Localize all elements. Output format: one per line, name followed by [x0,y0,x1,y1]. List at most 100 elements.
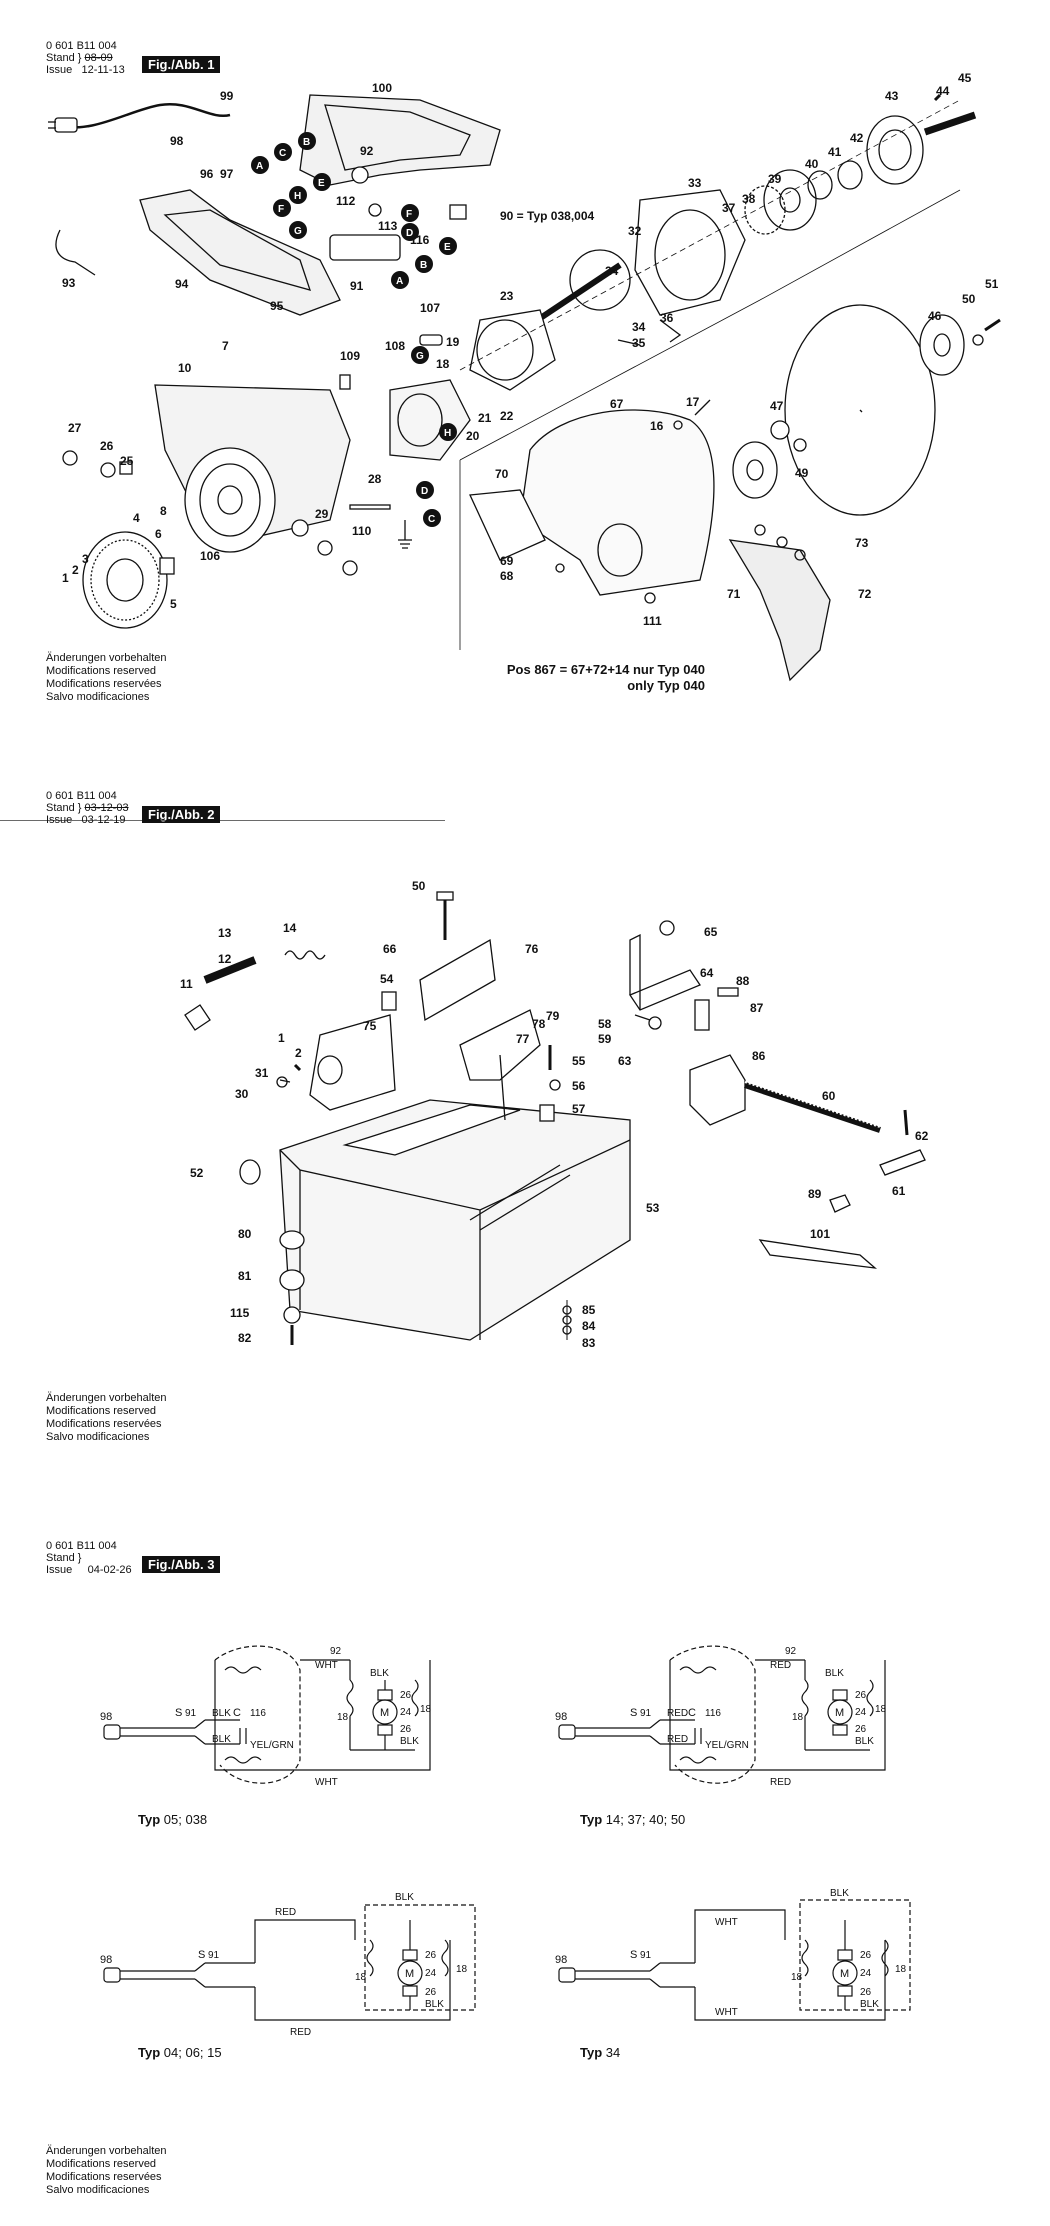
bubble-b-1: B [303,137,310,148]
wiring-b-wire-red4: RED [770,1777,791,1788]
callout: 82 [238,1331,252,1345]
callout: 4 [133,511,140,525]
wiring-diagram-b: 98 S 91 RED RED C 116 YEL/GRN RED 92 BLK… [555,1645,887,1788]
callout: 100 [372,81,392,95]
callout: 99 [220,89,234,103]
callout: 36 [660,311,674,325]
callout: 72 [858,587,872,601]
typ-d-values: 34 [605,2045,621,2060]
disclaimer-de: Änderungen vorbehalten [46,1392,167,1404]
wiring-d-wire-blk: BLK [830,1888,849,1899]
callout: 5 [170,597,177,611]
callout: 6 [155,527,162,541]
callout: 71 [727,587,741,601]
note-90: 90 = Typ 038,004 [500,209,595,223]
wiring-d-label-18: 18 [791,1972,803,1983]
wiring-b-label-c: C [688,1707,696,1719]
callout: 53 [646,1201,660,1215]
wiring-c-label-s: S [198,1949,205,1961]
callout: 83 [582,1336,596,1350]
callout: 32 [628,224,642,238]
figure-1-section: 0 601 B11 004 Stand } 08-09 Issue 12-11-… [0,0,1050,740]
callout: 37 [722,201,736,215]
callout: 42 [850,131,864,145]
bubble-g-1: G [294,226,302,237]
wiring-b-label-18: 18 [792,1712,804,1723]
wiring-a-wire-blk3: BLK [370,1668,389,1679]
callout: 16 [650,419,664,433]
disclaimer-de: Änderungen vorbehalten [46,652,167,664]
typ-a: Typ 05; 038 [138,1812,207,1827]
callout: 112 [336,194,356,208]
bubble-a-1: A [256,161,263,172]
wiring-a-wire-yel: YEL/GRN [250,1740,294,1751]
callout: 94 [175,277,189,291]
wiring-d-label-26: 26 [860,1950,872,1961]
typ-c-values: 04; 06; 15 [163,2045,222,2060]
callout: 98 [170,134,184,148]
wiring-b-label-92: 92 [785,1646,797,1657]
callout: 27 [68,421,82,435]
callout: 55 [572,1054,586,1068]
figure-2-section: 0 601 B11 004 Stand } 03-12-03 Issue 03-… [0,790,929,1443]
callout: 18 [436,357,450,371]
wiring-d-wire-wht2: WHT [715,2007,738,2018]
fig1-position-note-line2: only Typ 040 [627,678,705,693]
callout: 31 [255,1066,269,1080]
wiring-b-label-98: 98 [555,1711,567,1723]
callout: 63 [618,1054,632,1068]
bubble-h-2: H [444,428,451,439]
fig2-callouts: 50 66 76 65 64 14 13 12 11 54 75 78 77 7… [180,879,929,1350]
wiring-b-label-18b: 18 [875,1704,887,1715]
callout: 93 [62,276,76,290]
callout: 29 [315,507,329,521]
wiring-d-label-91: 91 [640,1950,652,1961]
wiring-a-label-116: 116 [250,1708,266,1719]
wiring-diagram-a: 98 S 91 BLK BLK C 116 YEL/GRN WHT 92 BLK… [100,1645,432,1788]
fig2-exploded-view: 50 66 76 65 64 14 13 12 11 54 75 78 77 7… [0,820,929,1350]
fig3-stand-label: Stand [46,1552,75,1564]
callout: 109 [340,349,360,363]
callout: 38 [742,192,756,206]
wiring-a-label-98: 98 [100,1711,112,1723]
disclaimer-es: Salvo modificaciones [46,691,150,703]
callout: 23 [500,289,514,303]
callout: 2 [72,563,79,577]
fig3-header: 0 601 B11 004 Stand } Issue 04-02-26 [46,1540,132,1576]
fig1-header: 0 601 B11 004 Stand } 08-09 Issue 12-11-… [46,40,125,76]
wiring-c-label-26: 26 [425,1950,437,1961]
callout: 56 [572,1079,586,1093]
callout: 78 [532,1017,546,1031]
callout: 54 [380,972,394,986]
wiring-d-label-18b: 18 [895,1964,907,1975]
fig1-date-old: 08-09 [84,52,113,64]
callout: 2 [295,1046,302,1060]
callout: 60 [822,1089,836,1103]
wiring-a-wire-blk2: BLK [212,1734,231,1745]
callout: 70 [495,467,509,481]
callout: 39 [768,172,782,186]
callout: 73 [855,536,869,550]
callout: 113 [378,219,398,233]
callout: 66 [383,942,397,956]
callout: 3 [82,552,89,566]
wiring-d-label-98: 98 [555,1954,567,1966]
bubble-h-1: H [294,191,301,202]
callout: 24 [605,264,619,278]
wiring-diagram-c: 98 S 91 RED BLK 18 18 26 26 24 M BLK RED [100,1892,476,2038]
callout: 11 [180,977,193,991]
disclaimer-es: Salvo modificaciones [46,2184,150,2196]
callout: 44 [936,84,950,98]
callout: 51 [985,277,999,291]
wiring-a-label-18: 18 [337,1712,349,1723]
callout: 17 [686,395,700,409]
callout: 21 [478,411,492,425]
fig2-date-old: 03-12-03 [84,802,129,814]
disclaimer-en: Modifications reserved [46,1405,157,1417]
fig1-part-number: 0 601 B11 004 [46,40,117,52]
typ-a-values: 05; 038 [163,1812,208,1827]
callout: 28 [368,472,382,486]
bubble-e-1: E [318,178,325,189]
callout: 106 [200,549,220,563]
